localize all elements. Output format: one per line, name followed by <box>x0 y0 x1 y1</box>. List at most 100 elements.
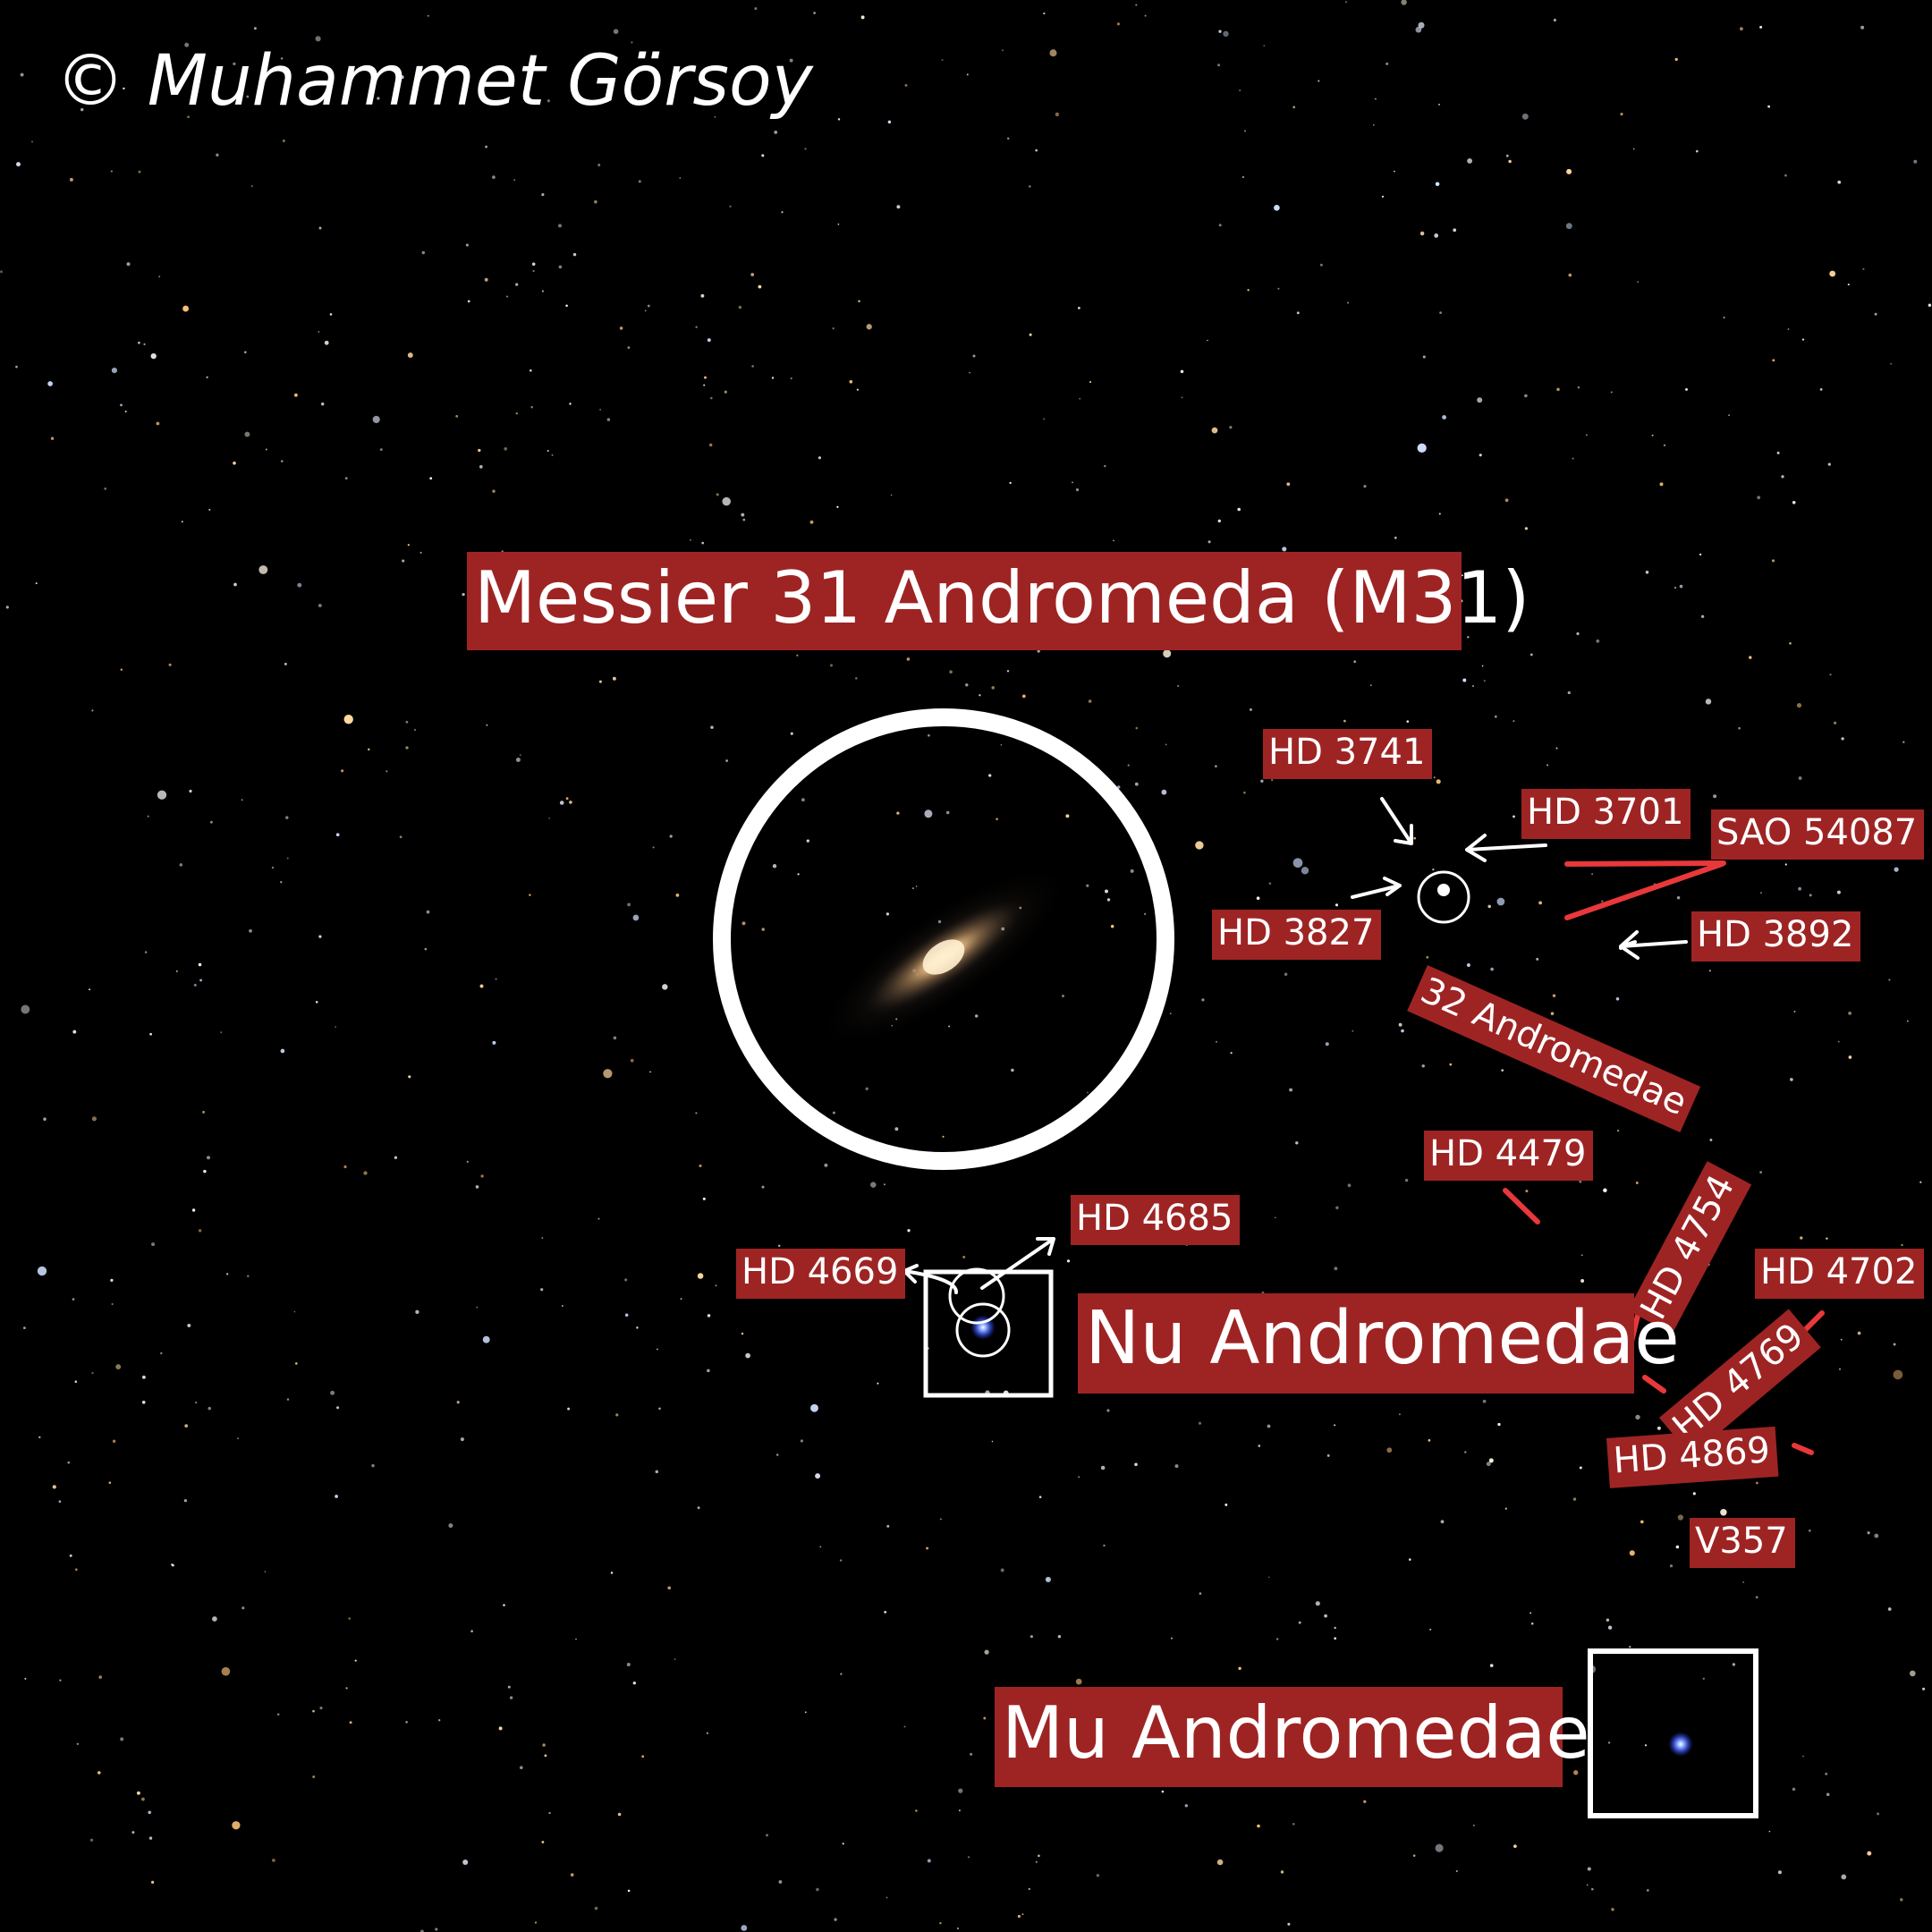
background-star <box>594 1906 598 1911</box>
background-star <box>1632 148 1635 150</box>
background-star <box>575 1638 577 1640</box>
background-star <box>330 1390 335 1395</box>
background-star <box>858 300 860 302</box>
background-star <box>1438 103 1440 106</box>
background-star <box>479 984 484 988</box>
background-star <box>110 1278 114 1283</box>
background-star <box>1223 30 1229 38</box>
background-star <box>1104 464 1106 468</box>
background-star <box>1261 1291 1265 1294</box>
background-star <box>1591 873 1594 876</box>
background-star <box>1472 1824 1475 1826</box>
label-hd4479: HD 4479 <box>1424 1131 1594 1181</box>
background-star <box>855 677 858 680</box>
background-star <box>341 769 344 773</box>
background-star <box>558 224 562 228</box>
background-star <box>565 304 568 308</box>
background-star <box>1841 737 1844 741</box>
nu-andromedae-box <box>923 1269 1054 1398</box>
background-star <box>1579 1180 1582 1183</box>
32-andromedae-circle <box>1417 870 1470 924</box>
background-star <box>108 1481 112 1485</box>
background-star <box>405 746 409 750</box>
background-star <box>1572 457 1574 460</box>
background-star <box>120 1737 124 1741</box>
background-star <box>1386 1447 1393 1453</box>
background-star <box>1201 998 1205 1002</box>
background-star <box>741 921 746 926</box>
background-star <box>1784 174 1787 177</box>
background-star <box>138 170 141 174</box>
background-star <box>884 1611 887 1614</box>
background-star <box>280 57 284 60</box>
background-star <box>209 820 213 824</box>
background-star <box>1422 355 1426 359</box>
background-star <box>697 1273 704 1279</box>
background-star <box>1144 14 1147 17</box>
background-star <box>1217 519 1221 523</box>
background-star <box>1874 1533 1879 1538</box>
background-star <box>1760 892 1762 894</box>
background-star <box>1464 1451 1467 1453</box>
background-star <box>1792 1787 1796 1792</box>
background-star <box>1487 904 1491 909</box>
background-star <box>790 377 792 380</box>
background-star <box>1659 482 1664 487</box>
mu-andromedae-box <box>1588 1648 1758 1818</box>
background-star <box>991 1440 994 1443</box>
background-star <box>1513 720 1515 723</box>
background-star <box>945 810 950 815</box>
background-star <box>1829 674 1832 676</box>
background-star <box>1565 223 1572 230</box>
background-star <box>1784 863 1787 866</box>
background-star <box>1566 168 1572 174</box>
background-star <box>1174 1464 1179 1469</box>
background-star <box>832 1111 835 1114</box>
background-star <box>896 811 900 815</box>
background-star <box>1640 1520 1644 1524</box>
background-star <box>972 354 976 358</box>
background-star <box>1777 1870 1782 1875</box>
background-star <box>74 1568 78 1572</box>
background-star <box>1601 900 1604 902</box>
background-star <box>1483 680 1486 682</box>
background-star <box>758 284 762 289</box>
background-star <box>541 1841 545 1843</box>
background-star <box>419 551 422 554</box>
background-star <box>983 1716 987 1720</box>
background-star <box>1334 1424 1336 1427</box>
background-star <box>1838 1368 1842 1370</box>
background-star <box>138 341 140 344</box>
background-star <box>766 1834 768 1837</box>
background-star <box>1837 180 1842 184</box>
background-star <box>221 1666 231 1676</box>
background-star <box>1580 1254 1583 1257</box>
background-star <box>455 415 459 418</box>
background-star <box>542 1743 546 1747</box>
background-star <box>1728 414 1731 417</box>
background-star <box>110 170 113 173</box>
background-star <box>716 493 719 496</box>
background-star <box>865 1087 869 1091</box>
background-star <box>415 1309 419 1314</box>
background-star <box>1607 1741 1611 1744</box>
background-star <box>131 1831 135 1835</box>
background-star <box>400 75 404 80</box>
background-star <box>1798 886 1801 891</box>
background-star <box>293 1310 296 1313</box>
background-star <box>939 1921 942 1925</box>
background-star <box>1530 653 1533 657</box>
background-star <box>1106 898 1111 902</box>
background-star <box>479 465 483 469</box>
background-star <box>1713 794 1717 799</box>
background-star <box>1438 513 1441 515</box>
background-star <box>1412 1854 1416 1857</box>
background-star <box>198 1229 202 1233</box>
background-star <box>1292 106 1295 109</box>
background-star <box>606 418 611 421</box>
background-star <box>187 115 190 119</box>
background-star <box>72 1298 75 1301</box>
background-star <box>1029 333 1032 336</box>
background-star <box>702 1197 706 1200</box>
background-star <box>1902 741 1905 743</box>
